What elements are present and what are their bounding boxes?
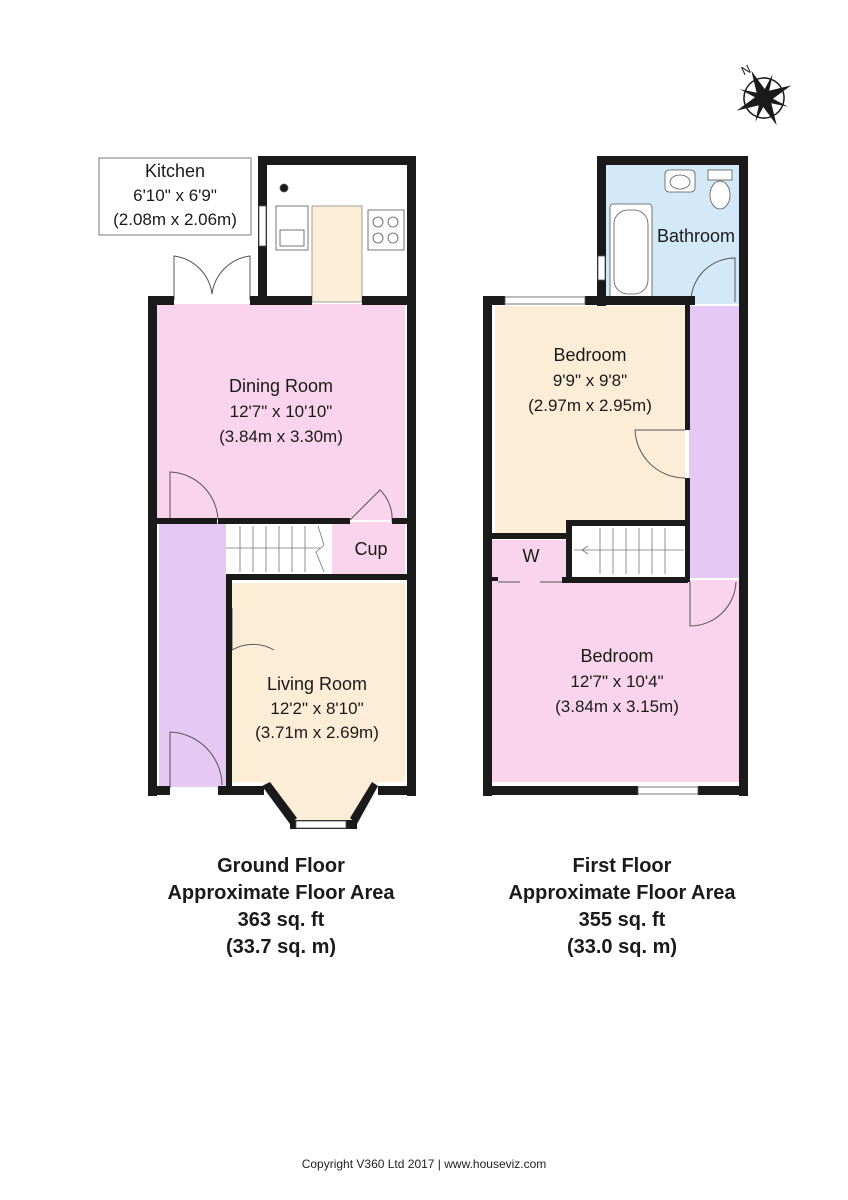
front-bedroom-name: Bedroom [580, 646, 653, 666]
ground-floor-area-imperial: 363 sq. ft [238, 909, 325, 931]
living-room-floor [232, 583, 405, 820]
ground-floor: Kitchen 6'10" x 6'9" (2.08m x 2.06m) Din… [98, 156, 416, 829]
kitchen-worktop [311, 205, 363, 303]
wardrobe-floor [492, 540, 568, 580]
rear-bedroom-dim-imperial: 9'9" x 9'8" [553, 371, 627, 390]
kitchen-fixtures [275, 183, 405, 251]
first-floor-area-metric: (33.0 sq. m) [567, 936, 677, 958]
boiler-icon [279, 183, 289, 193]
rear-bedroom-floor [495, 306, 685, 533]
ground-doors [169, 255, 393, 788]
first-floor-area-imperial: 355 sq. ft [579, 909, 666, 931]
ground-floor-subtitle: Approximate Floor Area [167, 882, 395, 904]
first-stairs [574, 528, 684, 574]
kitchen-dim-imperial: 6'10" x 6'9" [133, 186, 217, 205]
hob-icon [367, 209, 405, 251]
bathroom-fixtures [609, 169, 733, 299]
rear-bedroom-name: Bedroom [553, 345, 626, 365]
toilet-icon [707, 169, 733, 181]
ground-windows [258, 205, 347, 829]
first-windows [504, 255, 699, 795]
kitchen-label-box [98, 157, 252, 236]
ground-floor-area-metric: (33.7 sq. m) [226, 936, 336, 958]
rear-bedroom-dim-metric: (2.97m x 2.95m) [528, 396, 652, 415]
wardrobe-name: W [523, 546, 540, 566]
dining-room-dim-imperial: 12'7" x 10'10" [230, 402, 333, 421]
landing-floor [689, 306, 739, 578]
first-floor: Bathroom Bedroom 9'9" x 9'8" (2.97m x 2.… [483, 156, 748, 796]
compass-north-label: N [739, 62, 753, 78]
front-bedroom-floor [492, 580, 739, 782]
living-room-dim-metric: (3.71m x 2.69m) [255, 723, 379, 742]
first-doors [498, 257, 737, 627]
front-bedroom-dim-imperial: 12'7" x 10'4" [570, 672, 663, 691]
copyright-footer: Copyright V360 Ltd 2017 | www.houseviz.c… [301, 1157, 547, 1171]
kitchen-dim-metric: (2.08m x 2.06m) [113, 210, 237, 229]
compass-rose-icon [736, 70, 792, 126]
first-floor-subtitle: Approximate Floor Area [508, 882, 736, 904]
stairs-first [570, 524, 688, 578]
living-room-name: Living Room [267, 674, 367, 694]
ground-floor-title: Ground Floor [217, 855, 345, 877]
first-walls [483, 156, 748, 796]
dining-room-dim-metric: (3.84m x 3.30m) [219, 427, 343, 446]
hallway-floor [159, 522, 226, 787]
ground-floor-summary: Ground Floor Approximate Floor Area 363 … [167, 855, 395, 958]
dining-room-floor [156, 304, 405, 520]
kitchen-name: Kitchen [145, 161, 205, 181]
front-bedroom-dim-metric: (3.84m x 3.15m) [555, 697, 679, 716]
living-room-dim-imperial: 12'2" x 8'10" [270, 699, 363, 718]
cupboard-name: Cup [354, 539, 387, 559]
dining-room-name: Dining Room [229, 376, 333, 396]
cupboard-floor [332, 522, 405, 574]
ground-stairs [226, 525, 325, 573]
first-floor-summary: First Floor Approximate Floor Area 355 s… [508, 855, 736, 958]
first-floor-title: First Floor [573, 855, 672, 877]
bathroom-name: Bathroom [657, 226, 735, 246]
